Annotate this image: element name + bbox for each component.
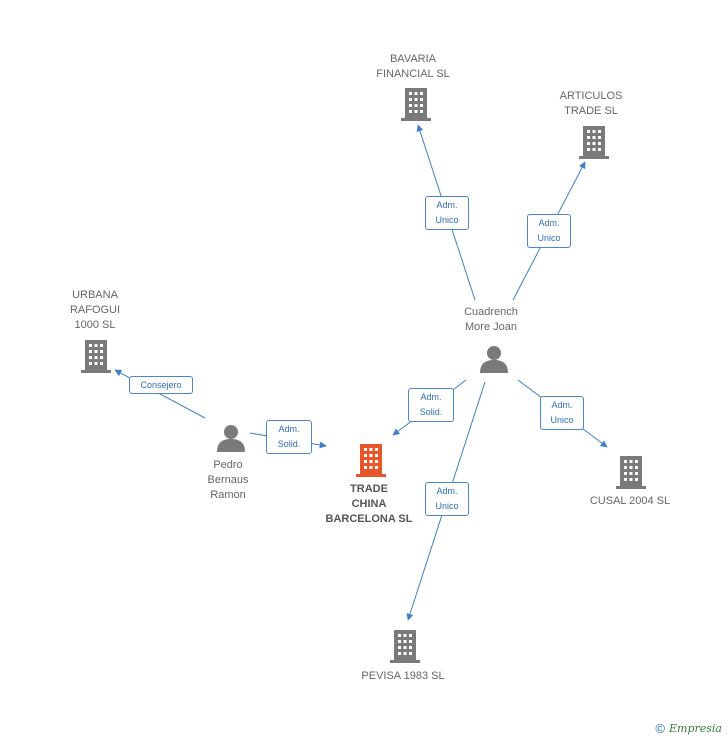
person-icon-cuadrench[interactable] (480, 346, 508, 373)
building-icon-pevisa[interactable] (390, 630, 420, 663)
building-icon-cusal[interactable] (616, 456, 646, 489)
edge-label-cuadrench-articulos: Adm. Unico (527, 214, 571, 248)
building-icon-articulos[interactable] (579, 126, 609, 159)
person-icon-pedro[interactable] (217, 425, 245, 452)
edge-label-cuadrench-bavaria: Adm. Unico (425, 196, 469, 230)
edge-label-cuadrench-pevisa: Adm. Unico (425, 482, 469, 516)
node-label-trade-china[interactable]: TRADE CHINA BARCELONA SL (325, 483, 413, 525)
node-label-articulos[interactable]: ARTICULOS TRADE SL (559, 90, 623, 117)
footer-brand: © Empresia (655, 721, 722, 736)
building-icon-trade-china[interactable] (356, 444, 386, 477)
node-label-cuadrench[interactable]: Cuadrench More Joan (464, 306, 518, 333)
node-label-cusal[interactable]: CUSAL 2004 SL (589, 495, 671, 507)
edge-label-cuadrench-cusal: Adm. Unico (540, 396, 584, 430)
edge-label-pedro-urbana: Consejero (129, 376, 193, 394)
edge-label-pedro-trade: Adm. Solid. (266, 420, 312, 454)
brand-logo[interactable]: Empresia (669, 722, 722, 735)
edge-label-cuadrench-trade: Adm. Solid. (408, 388, 454, 422)
copyright-icon: © (655, 721, 665, 736)
building-icon-bavaria[interactable] (401, 88, 431, 121)
building-icon-urbana[interactable] (81, 340, 111, 373)
node-label-bavaria[interactable]: BAVARIA FINANCIAL SL (376, 53, 450, 80)
node-label-pevisa[interactable]: PEVISA 1983 SL (361, 670, 445, 682)
node-label-urbana[interactable]: URBANA RAFOGUI 1000 SL (69, 289, 121, 331)
node-label-pedro[interactable]: Pedro Bernaus Ramon (207, 459, 249, 501)
